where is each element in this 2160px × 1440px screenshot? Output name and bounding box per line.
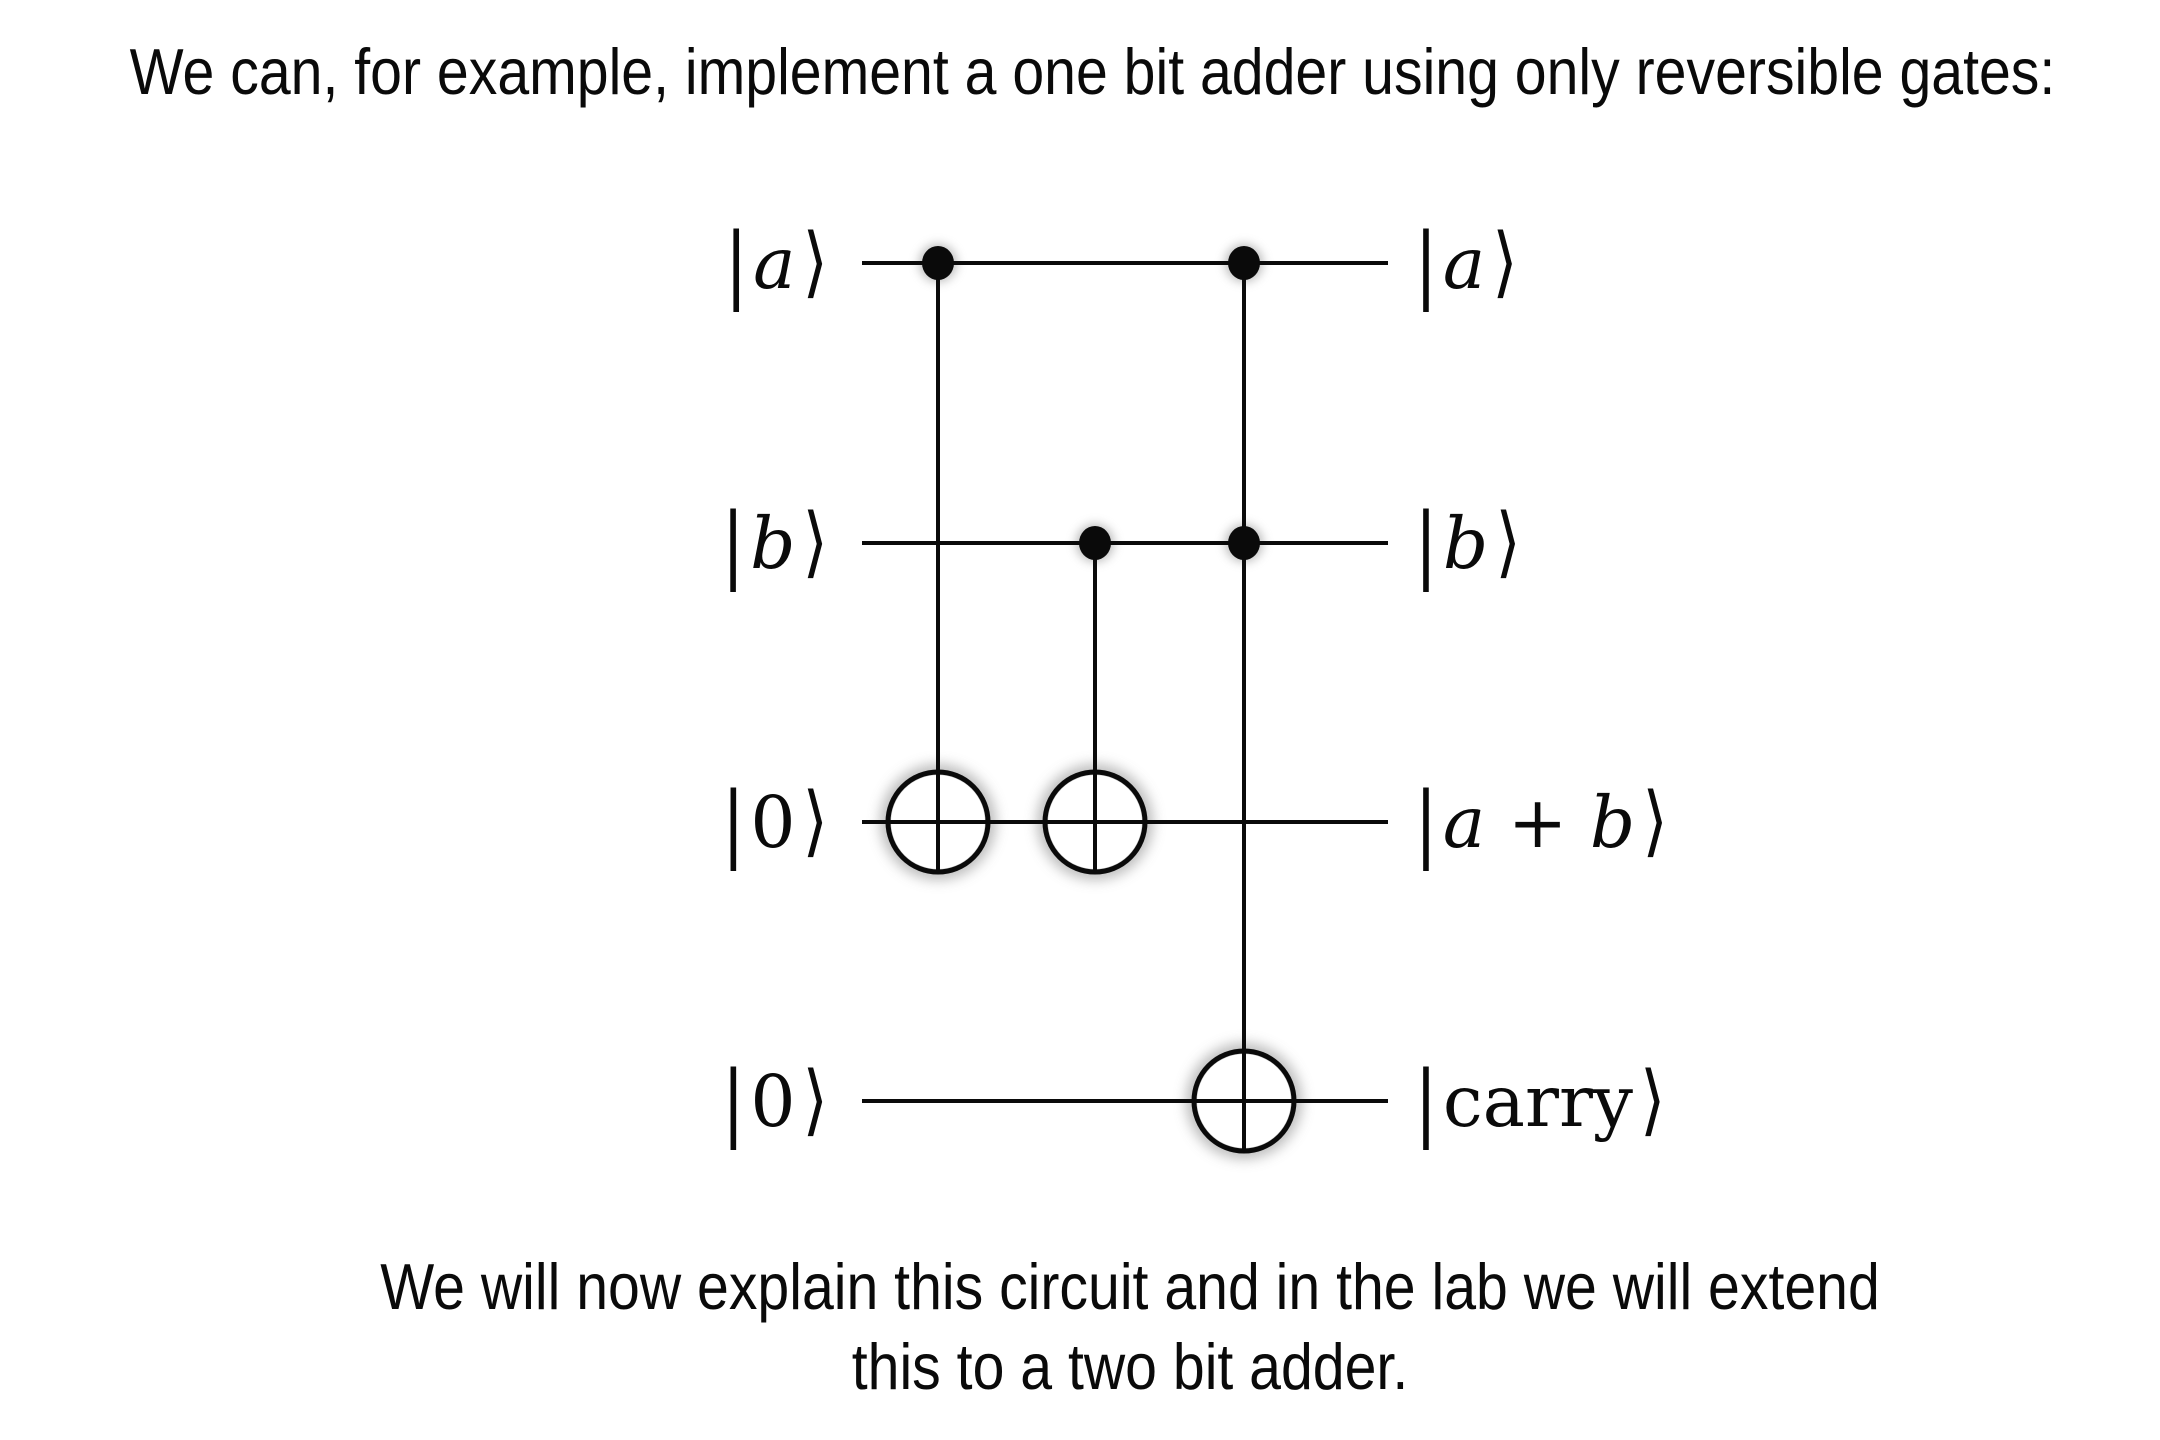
ket-body: 0 <box>750 1059 796 1143</box>
target-fills <box>891 775 1291 1148</box>
ket-angle-icon: ⟩ <box>802 776 828 867</box>
ket-bar: | <box>1414 214 1438 312</box>
toffoli-control-dot-a <box>1228 246 1260 280</box>
ket-bar: | <box>724 214 749 312</box>
ket-angle-icon: ⟩ <box>802 1055 828 1146</box>
ket-body: b <box>750 501 796 585</box>
ket-bar: | <box>1414 1052 1438 1150</box>
qubit-wires <box>862 261 1388 1103</box>
footer-line-1: We will now explain this circuit and in … <box>380 1250 1880 1323</box>
footer-line-2: this to a two bit adder. <box>851 1330 1409 1403</box>
ket-bar: | <box>721 494 746 592</box>
ket-bar: | <box>1414 773 1438 871</box>
cnot1-control-dot <box>922 246 954 280</box>
ket-bar: | <box>721 1052 746 1150</box>
slide-footer: We will now explain this circuit and in … <box>224 1247 2037 1407</box>
ket-label-output-carry: |carry⟩ <box>1414 1031 1666 1171</box>
ket-bar: | <box>1414 494 1438 592</box>
ket-label-input-carry: |0⟩ <box>721 1031 828 1171</box>
toffoli-control-dot-b <box>1228 526 1260 560</box>
ket-angle-icon: ⟩ <box>1495 497 1521 588</box>
ket-label-input-b: |b⟩ <box>721 473 828 613</box>
ket-body: 0 <box>750 780 796 864</box>
toffoli-target-icon <box>1191 1048 1297 1154</box>
ket-label-output-a: |a⟩ <box>1414 193 1518 333</box>
gate-glows <box>881 244 1301 1158</box>
ket-label-output-sum: |a + b⟩ <box>1414 752 1668 892</box>
ket-body: b <box>1442 501 1489 585</box>
ket-label-output-b: |b⟩ <box>1414 473 1521 613</box>
ket-angle-icon: ⟩ <box>1492 217 1518 308</box>
slide-title: We can, for example, implement a one bit… <box>129 35 2056 108</box>
control-dots <box>922 246 1260 560</box>
cnot2-target-icon <box>1042 769 1148 875</box>
cnot1-target-icon <box>885 769 991 875</box>
ket-angle-icon: ⟩ <box>802 497 828 588</box>
ket-label-input-sum: |0⟩ <box>721 752 828 892</box>
ket-bar: | <box>721 773 746 871</box>
ket-angle-icon: ⟩ <box>802 217 828 308</box>
ket-label-input-a: |a⟩ <box>724 193 828 333</box>
ket-angle-icon: ⟩ <box>1640 1055 1666 1146</box>
ket-body: a <box>753 221 796 305</box>
ket-body: carry <box>1442 1059 1634 1143</box>
ket-angle-icon: ⟩ <box>1642 776 1668 867</box>
target-rings <box>885 769 1297 1154</box>
gate-connectors <box>936 263 1246 1151</box>
ket-body: a + b <box>1442 780 1636 864</box>
cnot2-control-dot <box>1079 526 1111 560</box>
ket-body: a <box>1442 221 1486 305</box>
